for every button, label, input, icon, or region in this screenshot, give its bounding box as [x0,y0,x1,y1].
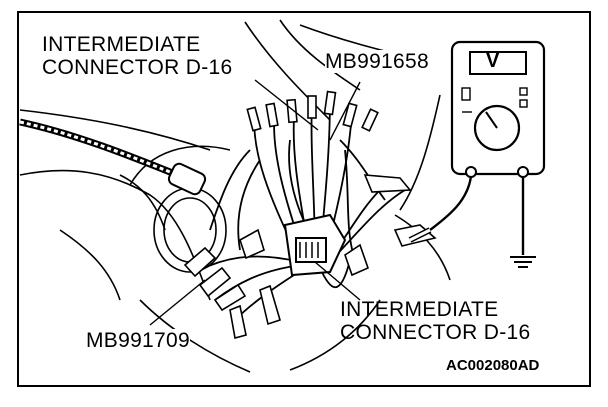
probe-pins [246,90,379,132]
label-connector-bottom-line1: INTERMEDIATE [340,298,499,321]
label-connector-top-line1: INTERMEDIATE [42,33,201,56]
label-connector-bottom-line2: CONNECTOR D-16 [340,321,531,344]
figure-code: AC002080AD [446,357,540,374]
vehicle-panel [19,19,451,373]
meter-display-symbol: V [486,50,500,72]
meter-leads [408,175,536,268]
label-connector-top-line2: CONNECTOR D-16 [42,56,233,79]
label-harness-bottom: MB991709 [86,329,190,352]
label-harness-top: MB991658 [325,50,429,73]
leader-lines [149,79,361,326]
intermediate-connector [283,213,347,277]
alligator-clips [183,174,437,340]
vehicle-harness [19,118,207,196]
multimeter [450,40,546,178]
